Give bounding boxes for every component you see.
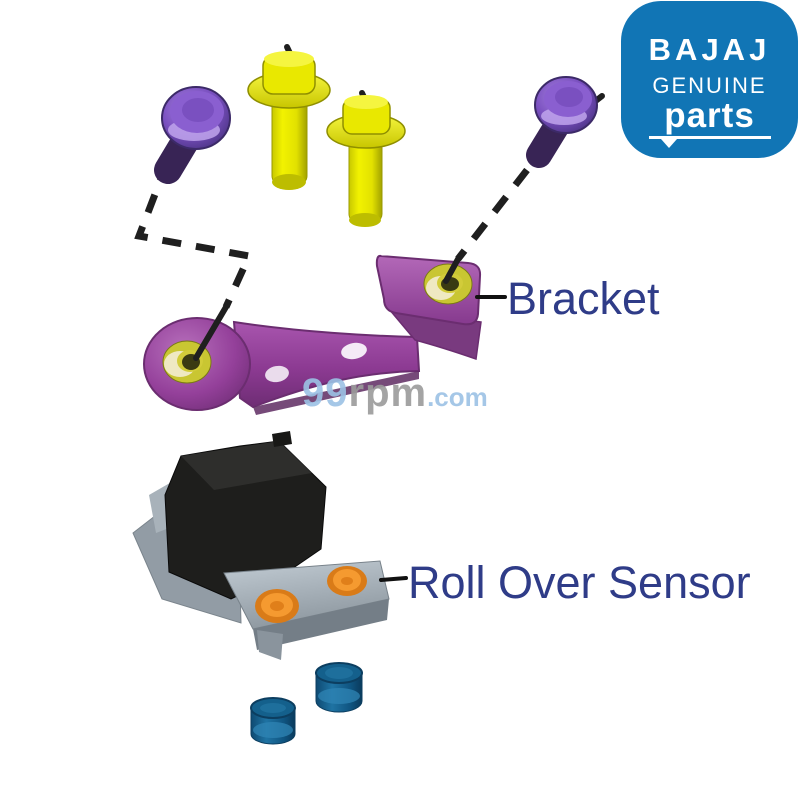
sensor-connector-top-face bbox=[181, 441, 312, 490]
blue-bushing-left-top-inner bbox=[260, 703, 286, 713]
purple-bolt-left-top-center bbox=[182, 98, 214, 122]
orange-bushing-left-center bbox=[270, 601, 284, 611]
bracket-strap bbox=[232, 320, 421, 409]
logo-genuine-text: GENUINE bbox=[652, 73, 767, 98]
watermark-com: .com bbox=[427, 382, 488, 412]
watermark-rpm: rpm bbox=[348, 371, 428, 415]
bracket-part bbox=[143, 254, 482, 415]
sensor-orange-bushing-right bbox=[327, 566, 367, 596]
yellow-bolt-2-tip bbox=[349, 213, 381, 227]
sensor-leader-line bbox=[379, 576, 408, 582]
purple-bolt-left bbox=[154, 86, 231, 184]
yellow-bolt-2 bbox=[326, 95, 406, 227]
logo-underline-arrow-icon bbox=[660, 139, 677, 148]
sensor-connector-notch bbox=[272, 431, 292, 447]
blue-bushing-left bbox=[250, 697, 296, 745]
dashed-guide-lines bbox=[134, 161, 530, 309]
guide-line-solid-segments bbox=[193, 256, 461, 361]
purple-bolt-right-top-center bbox=[555, 87, 583, 107]
guide-solid-left bbox=[193, 304, 229, 361]
roll-over-sensor-label: Roll Over Sensor bbox=[408, 557, 751, 608]
bracket-strap-edge bbox=[253, 371, 419, 415]
blue-bushing-right-top-inner bbox=[325, 667, 353, 679]
yellow-bolt-2-cap-top bbox=[344, 95, 388, 109]
sensor-plate-foot bbox=[257, 630, 283, 660]
roll-over-sensor-part bbox=[132, 431, 390, 660]
blue-bushing-right-band bbox=[318, 688, 360, 704]
blue-bushing-right bbox=[315, 662, 363, 713]
bracket-strap-hole-2 bbox=[341, 342, 367, 360]
orange-bushing-right-center bbox=[341, 577, 353, 585]
purple-bolt-right bbox=[526, 76, 598, 168]
watermark-99: 99 bbox=[302, 371, 349, 415]
label-leader-lines bbox=[379, 295, 507, 582]
sensor-plate-front bbox=[253, 599, 389, 650]
logo-underline bbox=[648, 136, 771, 148]
guide-line-left bbox=[134, 161, 255, 309]
sensor-orange-bushing-left bbox=[255, 589, 299, 623]
bajaj-genuine-parts-logo: BAJAJ GENUINE parts bbox=[621, 1, 798, 158]
guide-line-right bbox=[455, 167, 530, 262]
guide-solid-right bbox=[443, 256, 461, 284]
yellow-bolt-1 bbox=[247, 51, 331, 190]
yellow-bolt-1-tip bbox=[272, 174, 306, 190]
bracket-label: Bracket bbox=[507, 273, 660, 324]
logo-brand-text: BAJAJ bbox=[648, 32, 771, 67]
yellow-bolt-1-cap-top bbox=[264, 51, 314, 67]
blue-bushing-left-band bbox=[253, 722, 293, 738]
bracket-strap-hole-1 bbox=[265, 365, 289, 383]
logo-parts-text: parts bbox=[664, 96, 755, 135]
